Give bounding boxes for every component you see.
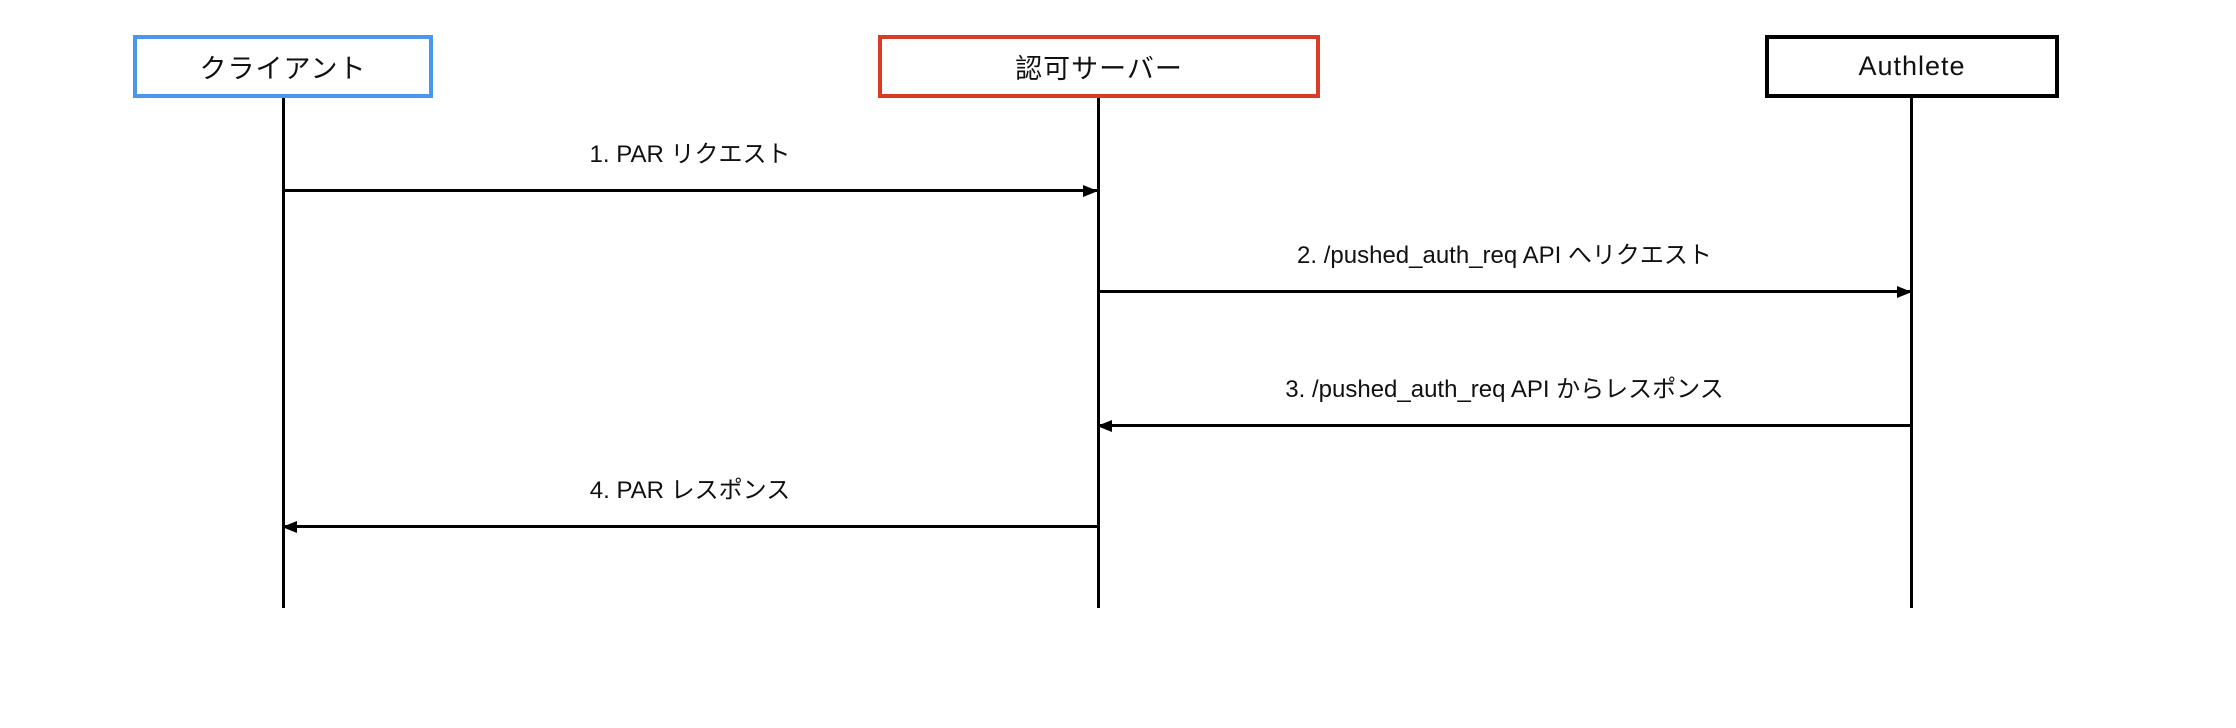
lifeline-authorization-server xyxy=(1097,98,1100,608)
message-1-label: 1. PAR リクエスト xyxy=(589,141,791,168)
message-1-arrow-right xyxy=(283,189,1097,192)
actor-box-authorization-server: 認可サーバー xyxy=(878,35,1320,98)
message-1-par-request: 1. PAR リクエスト xyxy=(283,140,1097,192)
lifeline-client xyxy=(282,98,285,608)
message-4-label: 4. PAR レスポンス xyxy=(589,477,791,504)
message-3-label: 3. /pushed_auth_req API からレスポンス xyxy=(1285,376,1724,403)
lifeline-authlete xyxy=(1910,98,1913,608)
actor-label-client: クライアント xyxy=(199,54,367,84)
actor-label-authorization-server: 認可サーバー xyxy=(1015,54,1183,84)
message-3-pushed-auth-req-response: 3. /pushed_auth_req API からレスポンス xyxy=(1098,375,1911,427)
message-2-pushed-auth-req-request: 2. /pushed_auth_req API へリクエスト xyxy=(1098,241,1911,293)
actor-box-authlete: Authlete xyxy=(1765,35,2059,98)
message-2-arrow-right xyxy=(1098,290,1911,293)
message-4-arrow-left xyxy=(283,525,1097,528)
message-2-label: 2. /pushed_auth_req API へリクエスト xyxy=(1297,242,1712,269)
message-3-arrow-left xyxy=(1098,424,1911,427)
actor-box-client: クライアント xyxy=(133,35,433,98)
message-4-par-response: 4. PAR レスポンス xyxy=(283,476,1097,528)
actor-label-authlete: Authlete xyxy=(1858,51,1966,81)
